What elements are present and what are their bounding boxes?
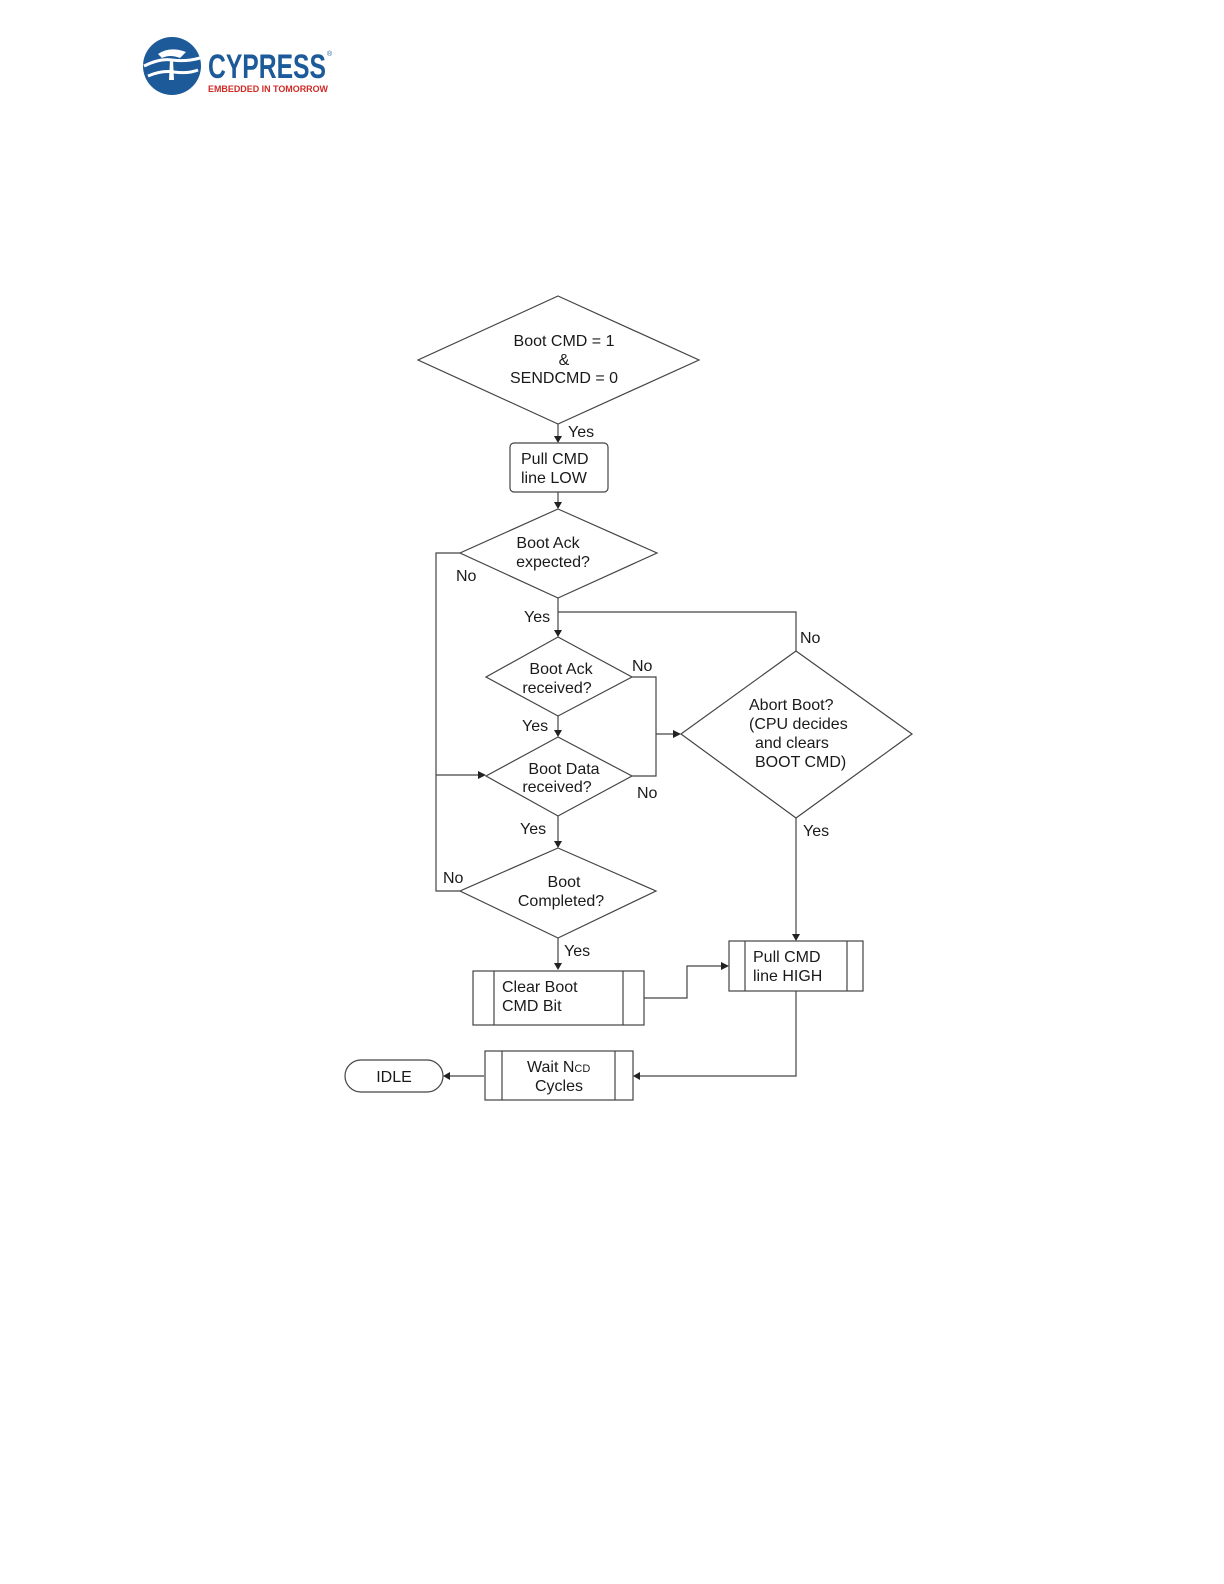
label-yes: Yes <box>803 823 829 840</box>
arrowhead-down <box>554 963 562 970</box>
clear-boot-line2: CMD Bit <box>502 998 562 1015</box>
abort-boot-diamond: Abort Boot? (CPU decides and clears BOOT… <box>681 651 912 818</box>
connector-ack-received-no <box>632 677 656 776</box>
wait-ncd-cycles-box: Wait NCD Cycles <box>485 1051 633 1100</box>
label-no: No <box>632 658 653 675</box>
ack-received-line2: received? <box>522 680 591 697</box>
pull-low-line2: line LOW <box>521 470 588 487</box>
ack-expected-line2: expected? <box>516 554 590 571</box>
arrowhead-right <box>673 730 681 738</box>
start-condition-diamond: Boot CMD = 1 & SENDCMD = 0 <box>418 296 699 424</box>
label-yes: Yes <box>568 424 594 441</box>
data-received-line1: Boot Data <box>528 761 599 778</box>
boot-ack-expected-diamond: Boot Ack expected? <box>460 509 657 598</box>
abort-boot-line3: and clears <box>755 735 829 752</box>
abort-boot-line2: (CPU decides <box>749 716 848 733</box>
start-condition-line3: SENDCMD = 0 <box>510 370 618 387</box>
abort-boot-line4: BOOT CMD) <box>755 754 846 771</box>
label-no: No <box>637 785 658 802</box>
clear-boot-cmd-box: Clear Boot CMD Bit <box>473 971 644 1025</box>
arrowhead-left <box>443 1072 450 1080</box>
start-condition-line2: & <box>559 352 570 369</box>
arrowhead-left <box>633 1072 640 1080</box>
ack-expected-line1: Boot Ack <box>516 535 580 552</box>
pull-low-line1: Pull CMD <box>521 451 589 468</box>
pull-cmd-high-box: Pull CMD line HIGH <box>729 941 863 991</box>
pull-high-line1: Pull CMD <box>753 949 821 966</box>
label-no: No <box>800 630 821 647</box>
connector-ack-expected-no-loop <box>436 553 460 891</box>
arrowhead-right <box>478 771 486 779</box>
connector-clear-to-pull-high <box>644 966 723 998</box>
arrowhead-right <box>721 962 729 970</box>
label-yes: Yes <box>522 718 548 735</box>
boot-completed-line1: Boot <box>548 874 581 891</box>
label-no: No <box>443 870 464 887</box>
arrowhead-down <box>554 436 562 443</box>
ack-received-line1: Boot Ack <box>529 661 593 678</box>
label-no: No <box>456 568 477 585</box>
label-yes: Yes <box>564 943 590 960</box>
arrowhead-down <box>554 730 562 737</box>
arrowhead-down <box>792 934 800 941</box>
idle-label: IDLE <box>376 1069 412 1086</box>
pull-cmd-low-box: Pull CMD line LOW <box>510 443 608 492</box>
data-received-line2: received? <box>522 779 591 796</box>
boot-data-received-diamond: Boot Data received? <box>486 737 632 816</box>
abort-boot-line1: Abort Boot? <box>749 697 834 714</box>
connector-ack-expected-to-abort <box>558 612 796 651</box>
clear-boot-line1: Clear Boot <box>502 979 578 996</box>
label-yes: Yes <box>524 609 550 626</box>
pull-high-line2: line HIGH <box>753 968 822 985</box>
arrowhead-down <box>554 502 562 509</box>
connector-pull-high-to-wait <box>639 991 796 1076</box>
arrowhead-down <box>554 841 562 848</box>
idle-terminator: IDLE <box>345 1060 443 1092</box>
boot-completed-diamond: Boot Completed? <box>460 848 656 938</box>
boot-ack-received-diamond: Boot Ack received? <box>486 637 632 716</box>
boot-completed-line2: Completed? <box>518 893 604 910</box>
wait-line2: Cycles <box>535 1078 583 1095</box>
label-yes: Yes <box>520 821 546 838</box>
start-condition-line1: Boot CMD = 1 <box>514 333 615 350</box>
arrowhead-down <box>554 630 562 637</box>
